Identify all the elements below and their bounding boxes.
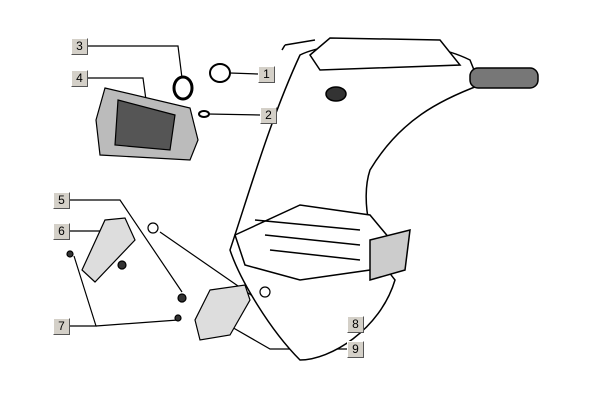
small-bulb-part xyxy=(198,110,210,118)
scooter-front-shield xyxy=(229,37,539,361)
callout-3[interactable]: 3 xyxy=(71,38,88,55)
callout-7[interactable]: 7 xyxy=(53,318,70,335)
leader-1 xyxy=(229,72,259,75)
bulb-holder-part xyxy=(209,63,231,83)
leader-7b xyxy=(95,319,179,327)
callout-5[interactable]: 5 xyxy=(53,192,70,209)
right-indicator-part xyxy=(194,284,271,341)
callout-8[interactable]: 8 xyxy=(347,316,364,333)
headlamp-part xyxy=(95,87,199,161)
leader-3 xyxy=(88,45,183,79)
leader-2 xyxy=(207,113,261,116)
leader-5 xyxy=(70,199,183,293)
leader-4 xyxy=(88,77,147,101)
callout-6[interactable]: 6 xyxy=(53,223,70,240)
ring-nut-part xyxy=(172,75,194,101)
callout-1[interactable]: 1 xyxy=(258,66,275,83)
callout-2[interactable]: 2 xyxy=(260,107,277,124)
callout-9[interactable]: 9 xyxy=(347,341,364,358)
callout-4[interactable]: 4 xyxy=(71,70,88,87)
left-indicator-part xyxy=(66,217,187,322)
